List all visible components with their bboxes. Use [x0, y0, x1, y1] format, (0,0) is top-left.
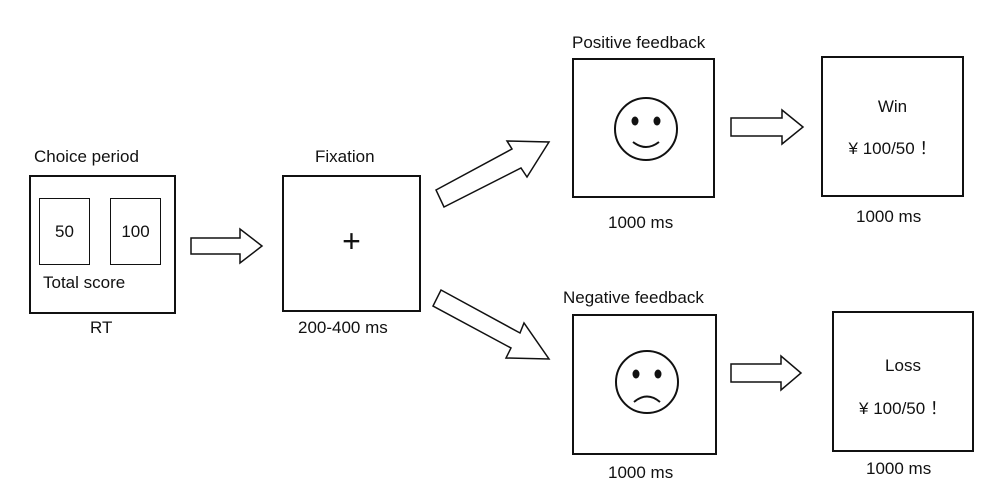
arrow-choice-to-fixation	[190, 227, 264, 265]
choice-period-screen: 50 100 Total score	[29, 175, 176, 314]
win-amount: ¥ 100/50 ！	[848, 139, 937, 158]
loss-screen: Loss ¥ 100/50 ！	[832, 311, 974, 452]
loss-time: 1000 ms	[866, 459, 932, 478]
loss-label: Loss	[885, 356, 921, 375]
card-right-value: 100	[121, 221, 150, 241]
fixation-cross: +	[342, 223, 361, 259]
positive-feedback-title: Positive feedback	[572, 33, 706, 52]
positive-face-time: 1000 ms	[608, 213, 674, 232]
win-time: 1000 ms	[856, 207, 922, 226]
card-right: 100	[110, 198, 161, 265]
smiley-face-icon	[614, 97, 678, 161]
card-left-value: 50	[55, 221, 74, 241]
positive-face-screen	[572, 58, 715, 198]
win-screen: Win ¥ 100/50 ！	[821, 56, 964, 197]
fixation-title: Fixation	[315, 147, 375, 166]
fixation-time: 200-400 ms	[298, 318, 388, 337]
win-label: Win	[877, 97, 908, 116]
negative-feedback-title: Negative feedback	[563, 288, 704, 307]
negative-face-screen	[572, 314, 717, 455]
sad-face-icon	[615, 350, 679, 414]
arrow-negative-to-loss	[730, 354, 803, 392]
loss-amount: ¥ 100/50 ！	[859, 399, 947, 418]
arrow-fixation-to-negative	[432, 288, 551, 360]
choice-period-time: RT	[90, 318, 113, 337]
negative-face-time: 1000 ms	[608, 463, 674, 482]
total-score-label: Total score	[43, 273, 126, 292]
arrow-positive-to-win	[730, 108, 805, 146]
card-left: 50	[39, 198, 90, 265]
fixation-screen: +	[282, 175, 421, 312]
arrow-fixation-to-positive	[435, 140, 551, 209]
choice-period-title: Choice period	[34, 147, 139, 166]
